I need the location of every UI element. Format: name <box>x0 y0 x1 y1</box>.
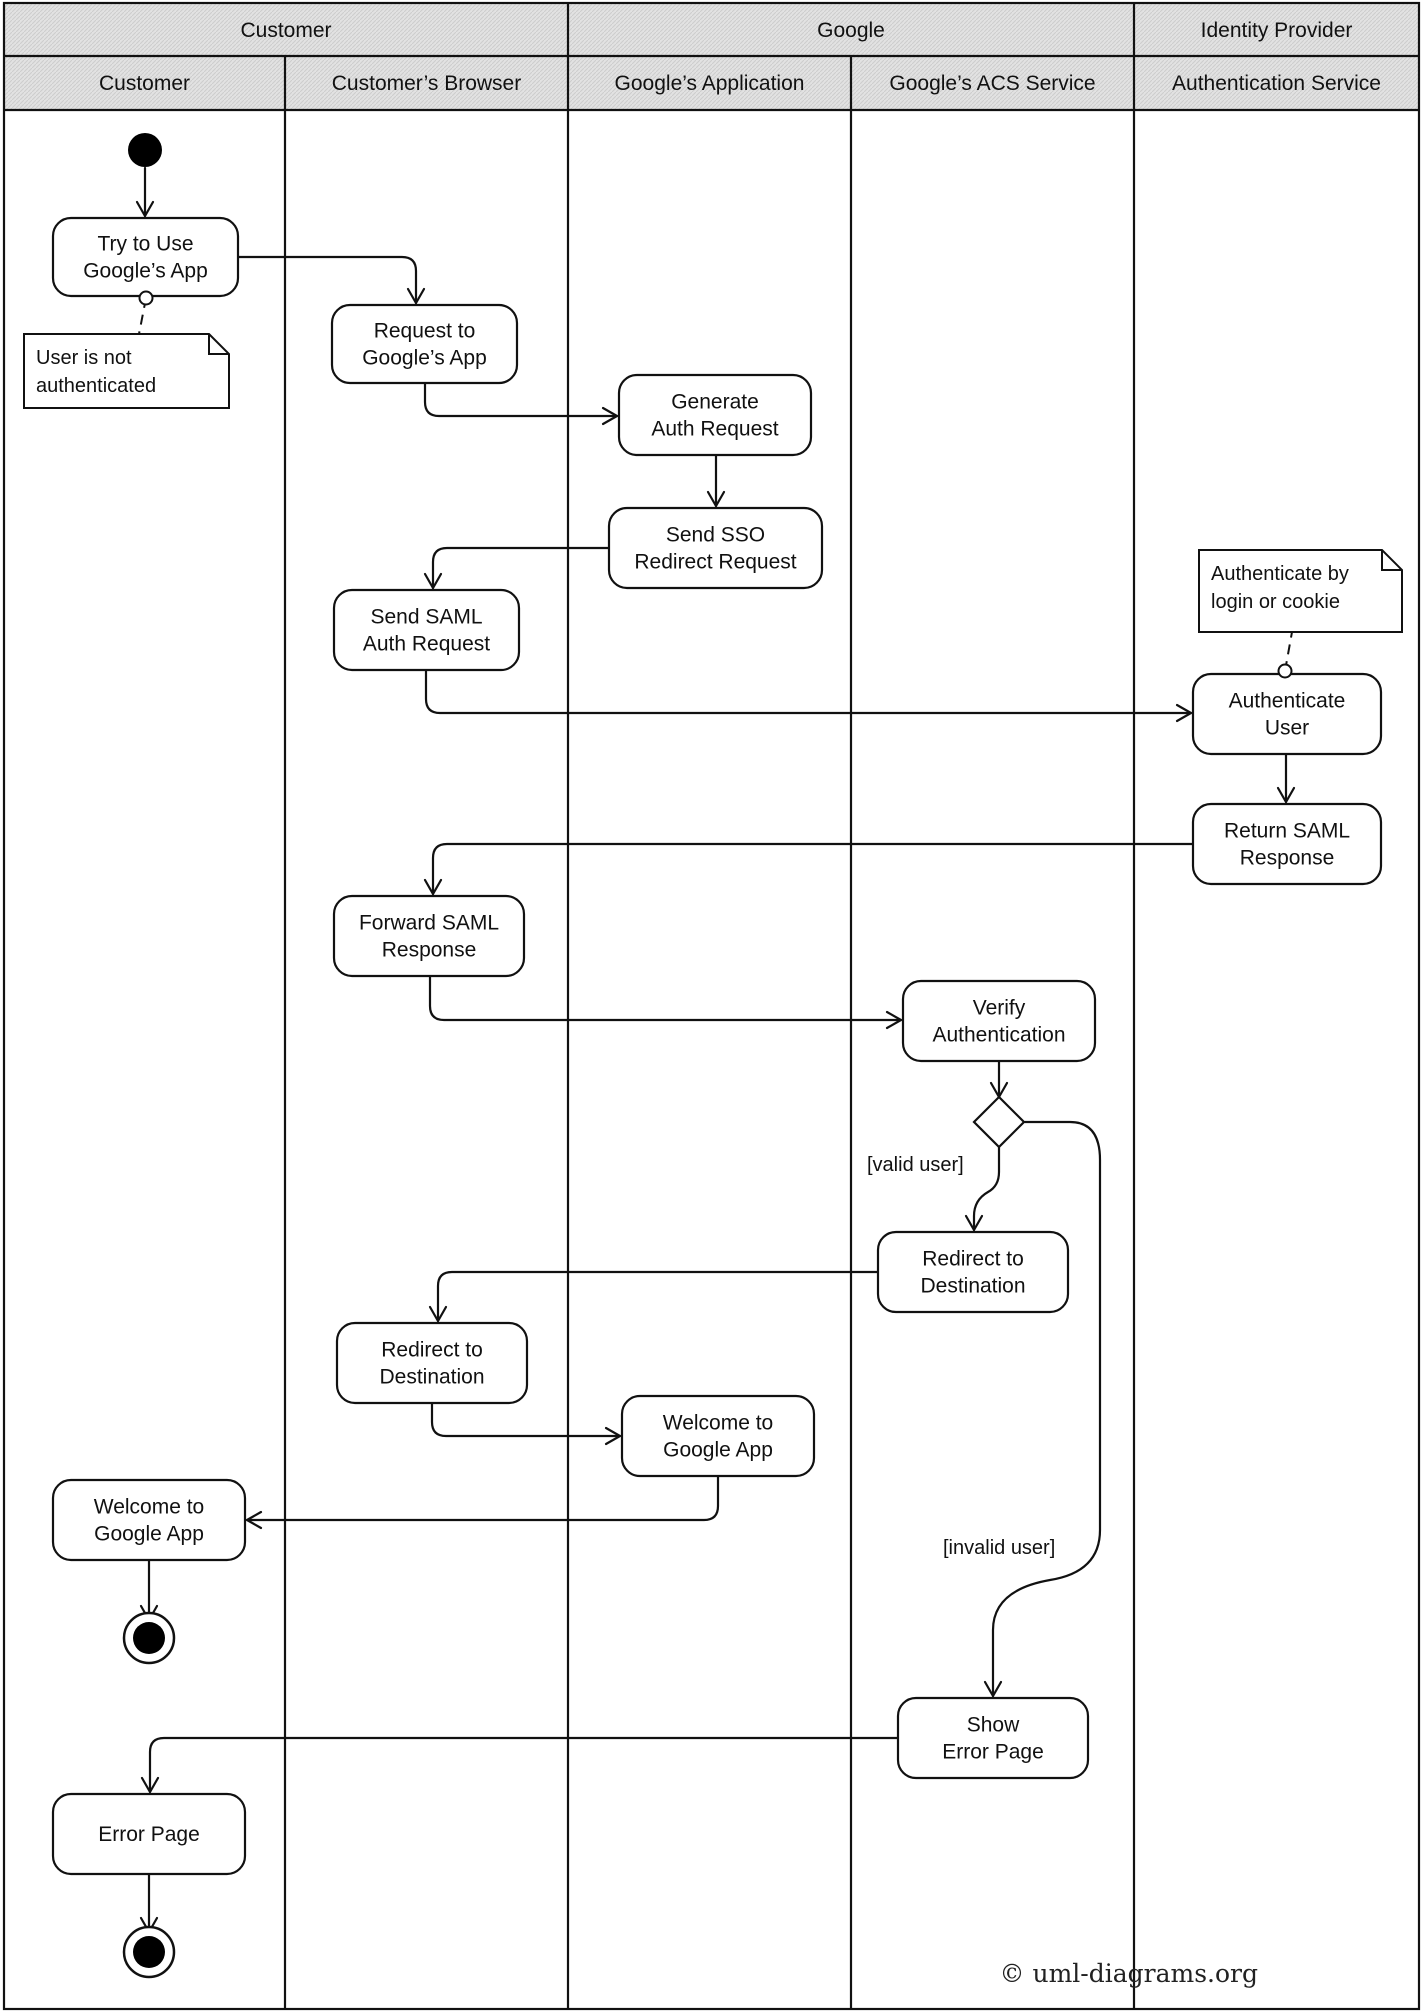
flow-request-app-to-generate-auth <box>423 381 619 426</box>
note-not-auth: User is not authenticated <box>23 290 230 409</box>
decision-node <box>972 1095 1026 1149</box>
action-label: Send SSO <box>666 524 765 547</box>
lane-header-auth: Authentication Service <box>1172 72 1381 95</box>
flow-show-error-to-error-page <box>140 1736 900 1794</box>
action-welcome-customer: Welcome to Google App <box>51 1478 247 1562</box>
partition-group-google: Google <box>817 19 885 42</box>
note-text: User is not <box>36 347 132 369</box>
action-redirect-dest-browser: Redirect to Destination <box>335 1321 529 1405</box>
flow-send-saml-to-authenticate-user <box>424 668 1193 723</box>
action-welcome-app: Welcome to Google App <box>620 1394 816 1478</box>
action-label: Authenticate <box>1229 690 1346 713</box>
note-text: login or cookie <box>1211 591 1340 613</box>
flow-welcome-customer-to-end <box>139 1558 159 1622</box>
action-label: Generate <box>671 391 759 414</box>
action-label: Welcome to <box>663 1412 774 1435</box>
action-redirect-dest-acs: Redirect to Destination <box>876 1230 1070 1314</box>
flow-decision-invalid-user <box>983 1120 1102 1698</box>
action-label: Destination <box>379 1366 484 1389</box>
lane-header-browser: Customer’s Browser <box>332 72 521 95</box>
flow-decision-valid-user <box>964 1145 1001 1232</box>
action-error-page: Error Page <box>51 1792 247 1876</box>
flow-verify-auth-to-decision <box>989 1059 1009 1099</box>
action-label: User <box>1265 717 1309 740</box>
flow-redirect-acs-to-redirect-browser <box>428 1270 880 1323</box>
action-label: Redirect to <box>922 1248 1024 1271</box>
action-label: Authentication <box>932 1024 1065 1047</box>
guard-invalid-user: [invalid user] <box>943 1537 1055 1559</box>
action-label: Google’s App <box>362 347 487 370</box>
lane-header-app: Google’s Application <box>615 72 805 95</box>
action-label: Google App <box>663 1439 773 1462</box>
flow-redirect-browser-to-welcome-app <box>430 1401 622 1446</box>
note-text: authenticated <box>36 375 156 397</box>
flow-try-use-to-request-app <box>236 255 426 305</box>
action-label: Return SAML <box>1224 820 1350 843</box>
action-label: Request to <box>374 320 476 343</box>
action-label: Send SAML <box>370 606 482 629</box>
action-label: Auth Request <box>363 633 490 656</box>
action-label: Google App <box>94 1523 204 1546</box>
flow-welcome-app-to-welcome-customer <box>245 1474 720 1530</box>
action-label: Error Page <box>942 1741 1044 1764</box>
action-send-sso: Send SSO Redirect Request <box>607 506 824 590</box>
action-label: Google’s App <box>83 260 208 283</box>
flow-start-to-try-use <box>135 166 155 218</box>
partition-group-customer: Customer <box>240 19 331 42</box>
lane-header-customer: Customer <box>99 72 190 95</box>
action-return-saml: Return SAML Response <box>1191 802 1383 886</box>
note-login: Authenticate by login or cookie <box>1198 549 1403 679</box>
flow-error-page-to-end <box>139 1872 159 1934</box>
guard-valid-user: [valid user] <box>867 1154 964 1176</box>
flow-send-sso-to-send-saml <box>423 546 611 590</box>
action-label: Response <box>382 939 477 962</box>
final-node-end-1 <box>122 1611 176 1665</box>
flow-generate-auth-to-send-sso <box>706 453 726 508</box>
flow-authenticate-to-return-saml <box>1276 752 1296 804</box>
action-label: Auth Request <box>651 418 778 441</box>
action-request-app: Request to Google’s App <box>330 303 519 385</box>
action-label: Verify <box>973 997 1026 1020</box>
action-label: Redirect Request <box>634 551 796 574</box>
action-label: Destination <box>920 1275 1025 1298</box>
action-label: Show <box>967 1714 1020 1737</box>
partition-group-idp: Identity Provider <box>1201 19 1353 42</box>
action-label: Try to Use <box>97 233 193 256</box>
action-label: Response <box>1240 847 1335 870</box>
note-text: Authenticate by <box>1211 563 1349 585</box>
action-label: Error Page <box>98 1823 200 1846</box>
flow-forward-saml-to-verify-auth <box>428 974 903 1030</box>
action-label: Welcome to <box>94 1496 205 1519</box>
lane-header-acs: Google’s ACS Service <box>889 72 1095 95</box>
action-send-saml: Send SAML Auth Request <box>332 588 521 672</box>
initial-node <box>128 133 162 167</box>
credit-text: © uml-diagrams.org <box>1000 1959 1258 1988</box>
action-label: Redirect to <box>381 1339 483 1362</box>
final-node-end-2 <box>122 1925 176 1979</box>
flow-return-saml-to-forward-saml <box>423 842 1195 896</box>
action-label: Forward SAML <box>359 912 499 935</box>
action-forward-saml: Forward SAML Response <box>332 894 526 978</box>
